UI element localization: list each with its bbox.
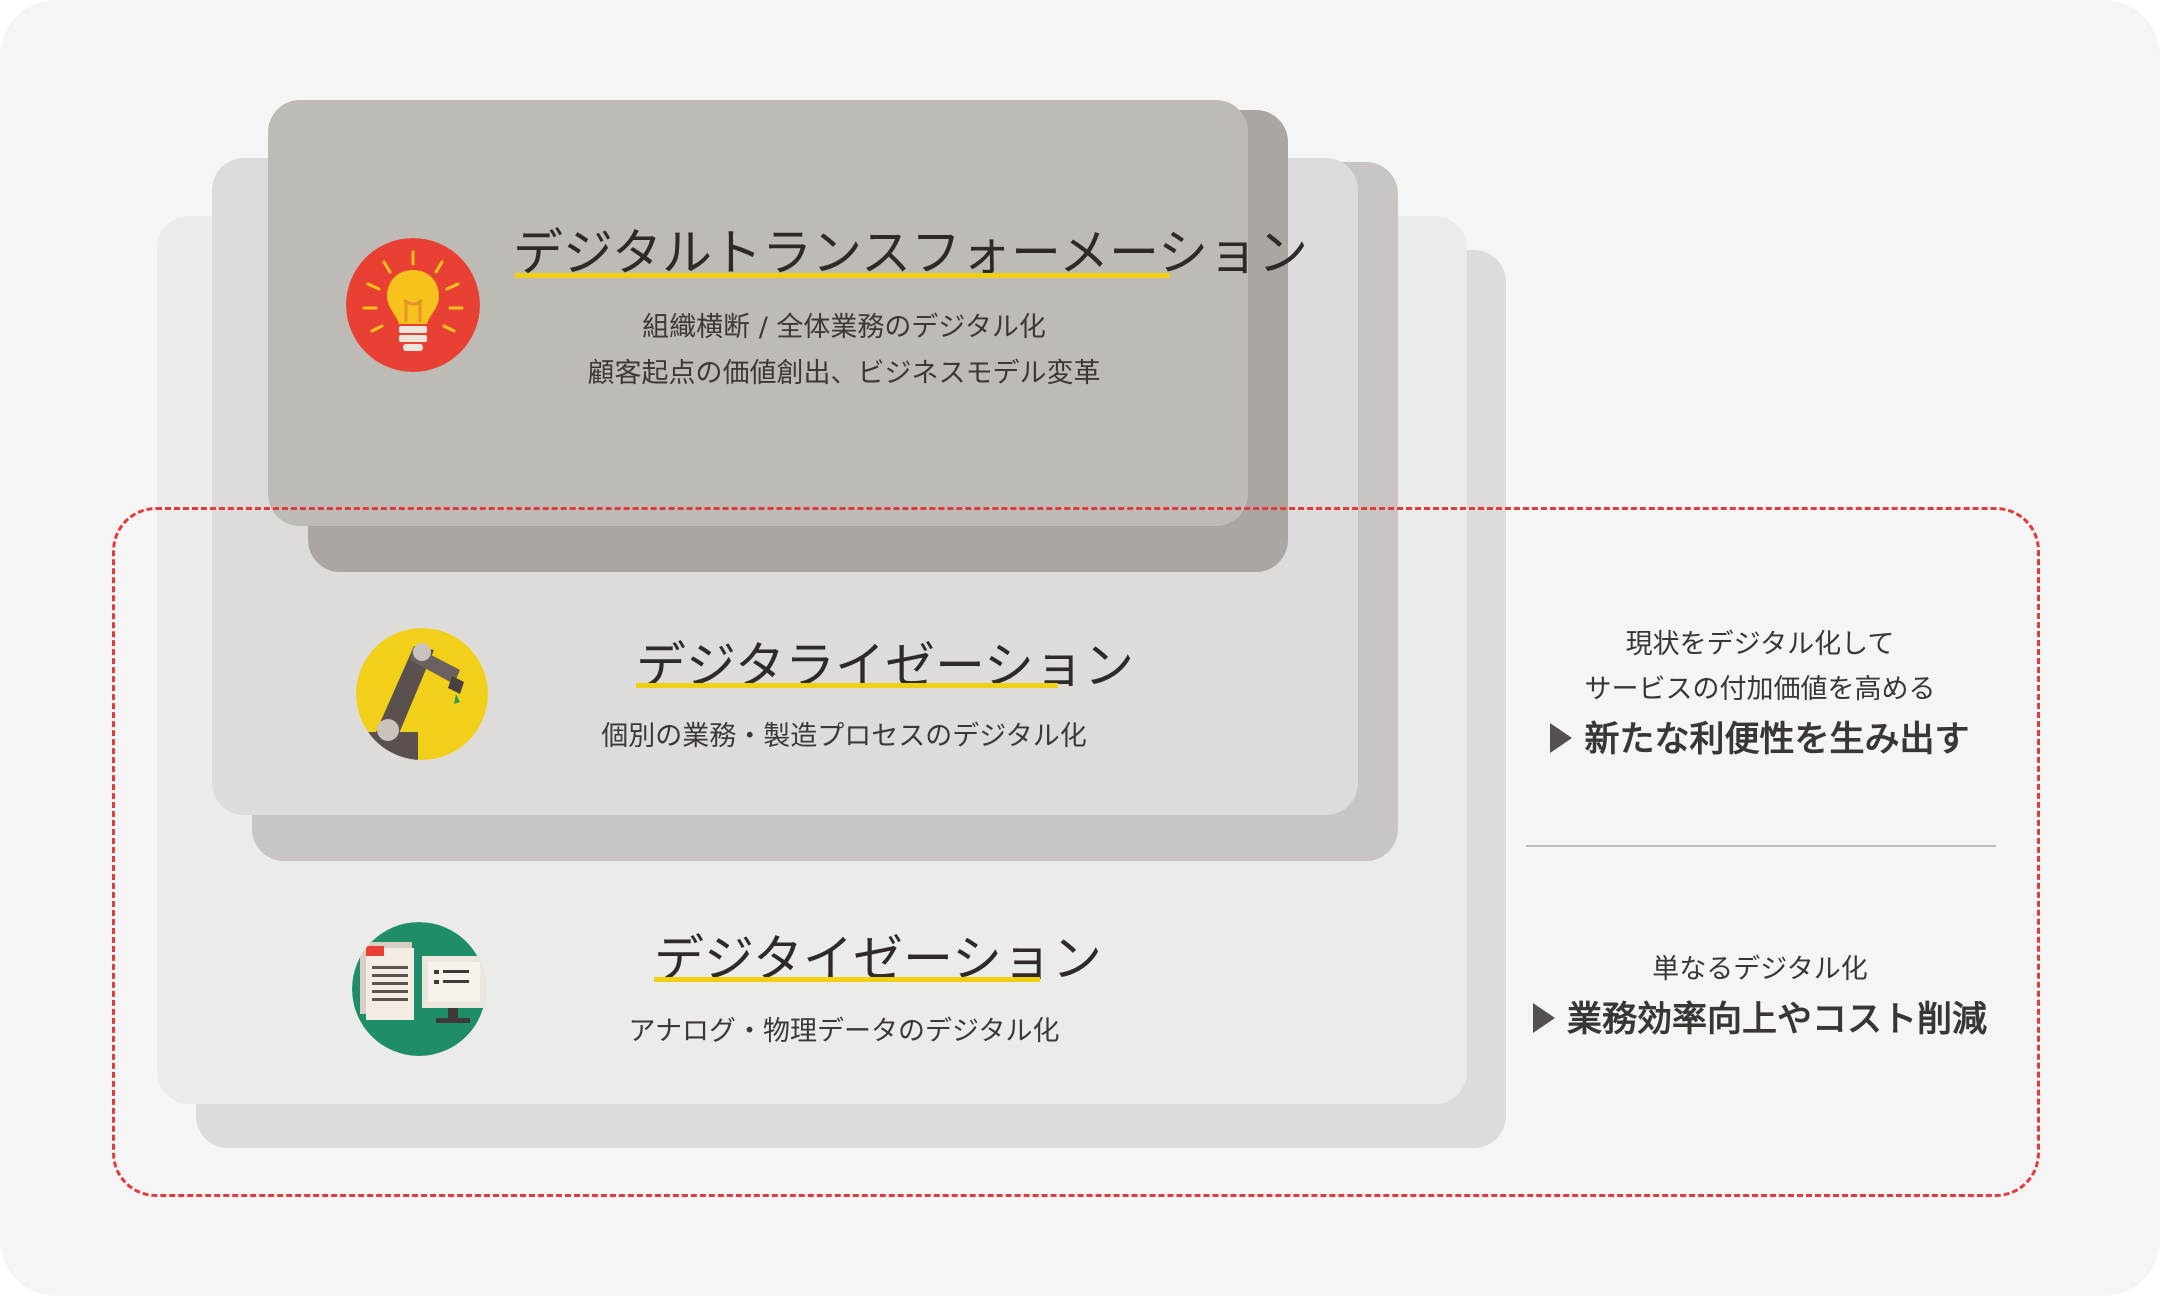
- focus-dashed-box: [112, 507, 2040, 1197]
- digitalization-title: デジタライゼーション: [636, 637, 1134, 695]
- side-upper-line1: 現状をデジタル化して: [1625, 629, 1895, 660]
- side-upper-result-text: 新たな利便性を生み出す: [1584, 720, 1970, 760]
- lightbulb-icon: [346, 238, 480, 372]
- dx-desc-line2: 顧客起点の価値創出、ビジネスモデル変革: [587, 358, 1101, 389]
- arrow-right-icon: [1532, 1003, 1555, 1033]
- side-divider: [1526, 845, 1996, 847]
- side-lower-result: 業務効率向上やコスト削減: [1520, 995, 2000, 1045]
- side-upper-line2: サービスの付加価値を高める: [1584, 674, 1936, 705]
- digitization-desc: アナログ・物理データのデジタル化: [628, 1016, 1060, 1047]
- digitalization-title-underline: [636, 683, 1058, 688]
- side-lower-line1: 単なるデジタル化: [1652, 954, 1868, 985]
- document-monitor-icon: [352, 922, 486, 1056]
- digitization-title-underline: [654, 977, 1040, 982]
- dx-title: デジタルトランスフォーメーション: [513, 224, 1308, 282]
- robot-arm-icon: [356, 628, 488, 760]
- dx-desc-line1: 組織横断 / 全体業務のデジタル化: [642, 312, 1046, 343]
- arrow-right-icon: [1550, 723, 1573, 753]
- digitalization-desc: 個別の業務・製造プロセスのデジタル化: [601, 721, 1087, 752]
- side-upper-result: 新たな利便性を生み出す: [1520, 715, 2000, 765]
- side-lower-result-text: 業務効率向上やコスト削減: [1566, 1000, 1987, 1040]
- digitization-title: デジタイゼーション: [654, 930, 1102, 988]
- dx-title-underline: [515, 273, 1170, 278]
